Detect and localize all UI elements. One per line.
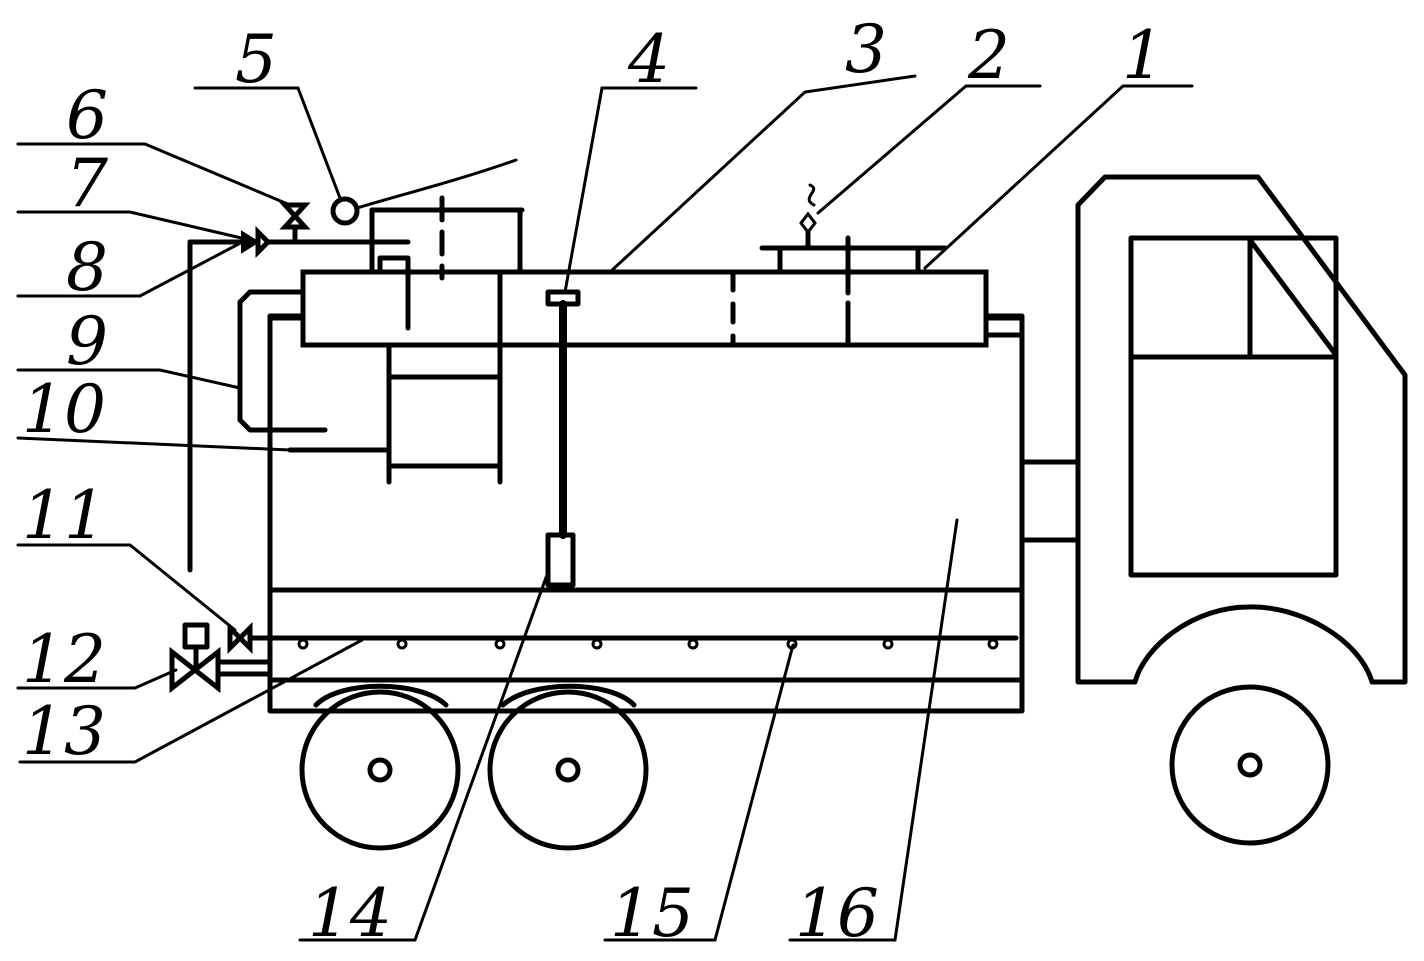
label-4: 4 bbox=[627, 21, 670, 98]
pressure-gauge bbox=[330, 158, 518, 226]
label-1: 1 bbox=[1122, 17, 1164, 94]
spray-nozzles bbox=[297, 638, 999, 650]
label-12: 12 bbox=[22, 621, 106, 698]
label-9: 9 bbox=[66, 303, 108, 380]
label-7: 7 bbox=[66, 145, 108, 222]
cab-window bbox=[1128, 235, 1339, 578]
vent-valve bbox=[799, 183, 817, 251]
leader-lines bbox=[16, 74, 1194, 942]
front-wheel bbox=[1169, 684, 1331, 846]
label-11: 11 bbox=[22, 477, 106, 554]
label-5: 5 bbox=[235, 21, 277, 98]
label-8: 8 bbox=[66, 229, 108, 306]
tank-body bbox=[267, 313, 1025, 714]
level-probe bbox=[545, 289, 581, 588]
inner-screen-box bbox=[287, 269, 503, 485]
label-15: 15 bbox=[610, 875, 694, 952]
label-16: 16 bbox=[795, 875, 879, 952]
label-10: 10 bbox=[22, 371, 106, 448]
rear-wheel-1 bbox=[299, 683, 461, 851]
cab bbox=[1022, 174, 1408, 685]
pipe-loop-9 bbox=[237, 289, 328, 433]
top-vessel bbox=[300, 235, 1025, 348]
part-labels: 1 2 3 4 5 6 7 8 9 10 11 12 13 14 15 16 bbox=[22, 11, 1164, 952]
valve-6 bbox=[279, 202, 311, 245]
label-3: 3 bbox=[845, 11, 887, 88]
label-2: 2 bbox=[967, 17, 1010, 94]
label-13: 13 bbox=[22, 693, 106, 770]
label-6: 6 bbox=[66, 77, 108, 154]
drain-assembly bbox=[169, 621, 273, 694]
label-14: 14 bbox=[308, 875, 392, 952]
rear-wheel-2 bbox=[487, 683, 649, 851]
